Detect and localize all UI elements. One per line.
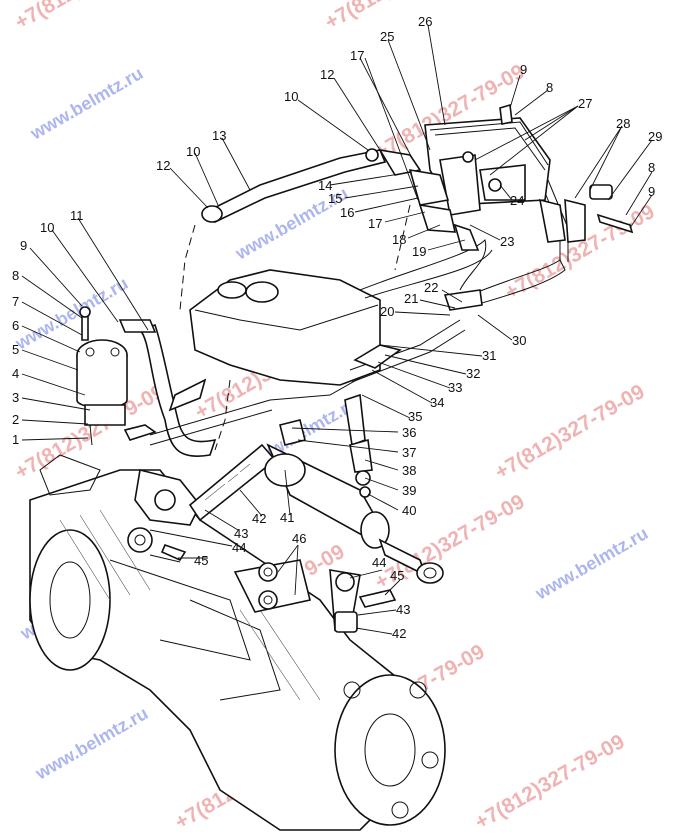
valve-block <box>424 103 634 243</box>
callout-31: 31 <box>482 348 496 363</box>
fittings-upper <box>365 148 483 311</box>
callout-10: 10 <box>186 144 200 159</box>
frame-outline <box>179 204 411 451</box>
callout-3: 3 <box>12 390 19 405</box>
filter-assembly <box>76 306 157 446</box>
tie-rod-parts <box>160 344 402 608</box>
callout-29: 29 <box>648 129 662 144</box>
callout-43: 43 <box>396 602 410 617</box>
callout-38: 38 <box>402 463 416 478</box>
callout-8: 8 <box>648 160 655 175</box>
callout-17: 17 <box>368 216 382 231</box>
steering-cylinder <box>188 443 444 584</box>
callout-40: 40 <box>402 503 416 518</box>
callout-14: 14 <box>318 178 332 193</box>
callout-19: 19 <box>412 244 426 259</box>
callout-23: 23 <box>500 234 514 249</box>
callout-4: 4 <box>12 366 19 381</box>
callout-45: 45 <box>194 553 208 568</box>
callout-2: 2 <box>12 412 19 427</box>
callout-21: 21 <box>404 291 418 306</box>
callout-37: 37 <box>402 445 416 460</box>
callout-22: 22 <box>424 280 438 295</box>
callout-30: 30 <box>512 333 526 348</box>
callout-44: 44 <box>372 555 386 570</box>
callout-1: 1 <box>12 432 19 447</box>
oil-tank <box>189 269 381 386</box>
watermark-phone: +7(812)327-79-09 <box>321 0 479 34</box>
callout-36: 36 <box>402 425 416 440</box>
callout-10: 10 <box>284 89 298 104</box>
callout-9: 9 <box>648 184 655 199</box>
callout-26: 26 <box>418 14 432 29</box>
callout-35: 35 <box>408 409 422 424</box>
axle-housing <box>29 454 446 831</box>
callout-34: 34 <box>430 395 444 410</box>
callout-7: 7 <box>12 294 19 309</box>
callout-8: 8 <box>546 80 553 95</box>
callout-42: 42 <box>392 626 406 641</box>
callout-25: 25 <box>380 29 394 44</box>
callout-27: 27 <box>578 96 592 111</box>
callout-labels: 1 2 3 4 5 6 7 8 9 10 11 12 10 13 10 12 1… <box>12 14 662 641</box>
callout-42: 42 <box>252 511 266 526</box>
hoses <box>118 149 569 457</box>
watermark-site: www.belmtz.ru <box>31 703 151 784</box>
callout-43: 43 <box>234 526 248 541</box>
knuckle-bracket <box>233 559 361 633</box>
callout-10: 10 <box>40 220 54 235</box>
callout-24: 24 <box>510 193 524 208</box>
callout-8: 8 <box>12 268 19 283</box>
callout-12: 12 <box>320 67 334 82</box>
watermark-site: www.belmtz.ru <box>26 63 146 144</box>
callout-15: 15 <box>328 191 342 206</box>
callout-33: 33 <box>448 380 462 395</box>
callout-12: 12 <box>156 158 170 173</box>
callout-6: 6 <box>12 318 19 333</box>
callout-41: 41 <box>280 510 294 525</box>
callout-39: 39 <box>402 483 416 498</box>
watermark-phone: +7(812)327-79-09 <box>471 730 629 834</box>
callout-9: 9 <box>520 62 527 77</box>
callout-44: 44 <box>232 540 246 555</box>
callout-16: 16 <box>340 205 354 220</box>
watermark-phone: +7(812)327-79-09 <box>491 380 649 484</box>
watermark-phone: +7(812)327-79-09 <box>11 0 169 34</box>
left-bracket <box>127 469 201 563</box>
watermark-site: www.belmtz.ru <box>531 523 651 604</box>
callout-18: 18 <box>392 232 406 247</box>
callout-5: 5 <box>12 342 19 357</box>
leader-lines <box>21 24 653 635</box>
callout-28: 28 <box>616 116 630 131</box>
callout-46: 46 <box>292 531 306 546</box>
callout-32: 32 <box>466 366 480 381</box>
callout-13: 13 <box>212 128 226 143</box>
callout-45: 45 <box>390 568 404 583</box>
callout-20: 20 <box>380 304 394 319</box>
callout-9: 9 <box>20 238 27 253</box>
callout-11: 11 <box>70 208 84 223</box>
callout-17: 17 <box>350 48 364 63</box>
